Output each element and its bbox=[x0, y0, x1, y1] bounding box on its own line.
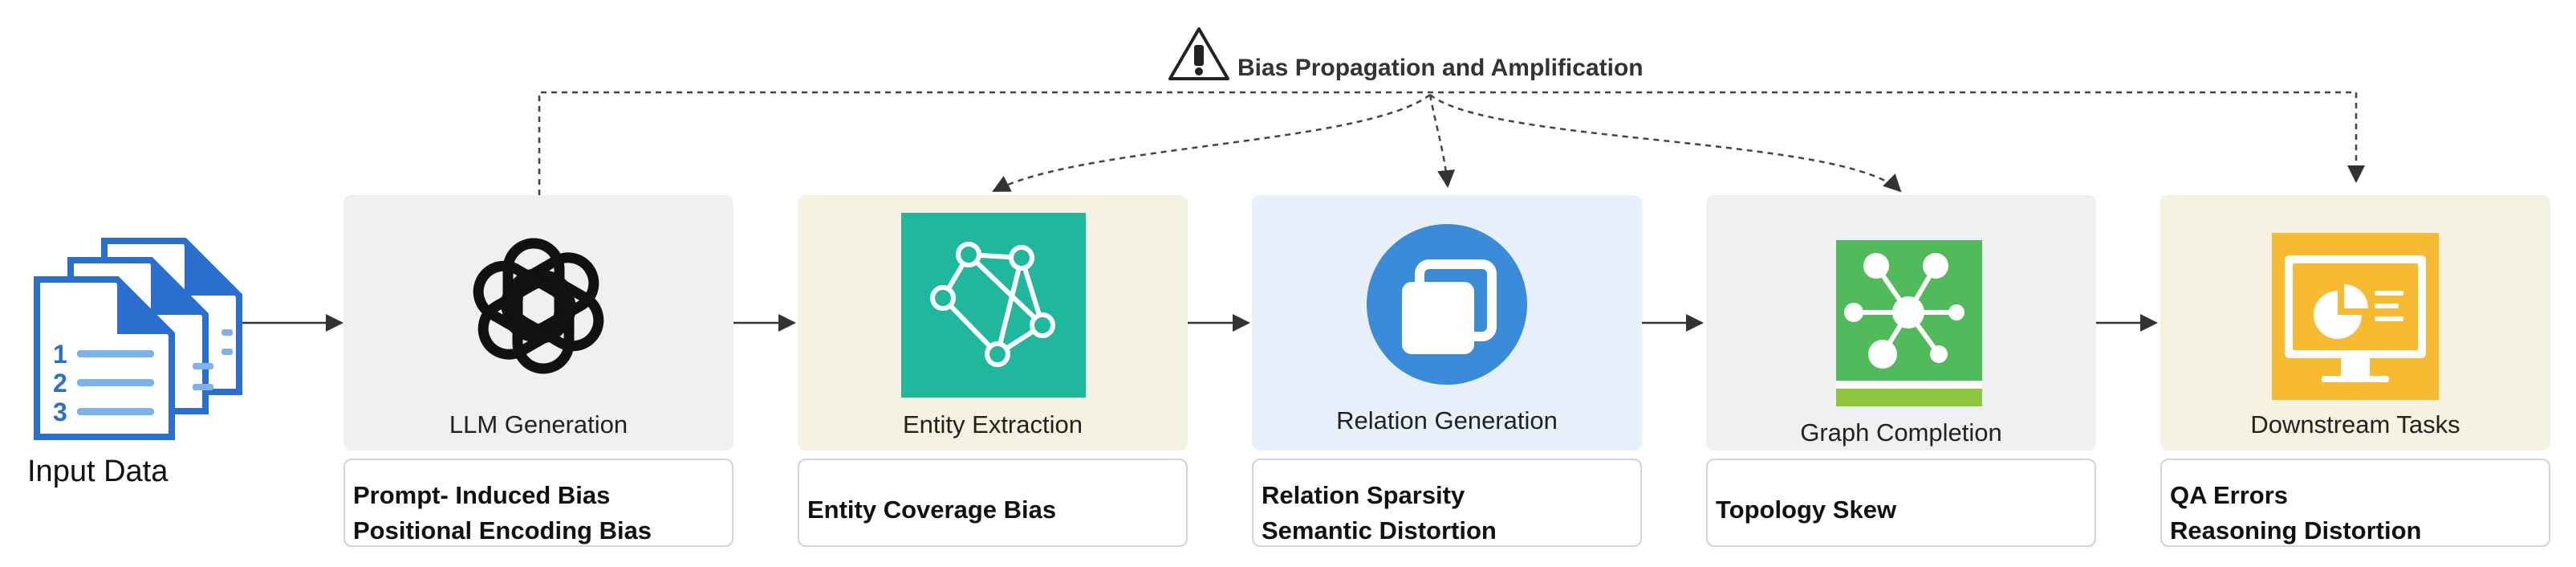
entity-graph-tile bbox=[901, 213, 1086, 398]
presentation-chart-icon bbox=[2285, 255, 2426, 382]
warning-triangle-icon bbox=[1168, 27, 1229, 80]
stage-label: LLM Generation bbox=[449, 410, 628, 439]
stage-label: Graph Completion bbox=[1800, 418, 2002, 447]
stage-relation-generation: Relation Generation bbox=[1252, 195, 1642, 451]
bias-item: Prompt- Induced Bias bbox=[353, 481, 611, 509]
dashed-to-graph bbox=[1429, 94, 1902, 193]
stage-llm-generation: LLM Generation bbox=[343, 195, 733, 451]
stage-label: Relation Generation bbox=[1336, 406, 1558, 434]
header-title: Bias Propagation and Amplification bbox=[1237, 55, 1644, 81]
relation-copy-icon bbox=[1367, 224, 1527, 385]
bias-item: Positional Encoding Bias bbox=[353, 516, 652, 545]
bias-box-entity: Entity Coverage Bias bbox=[798, 459, 1188, 547]
stage-graph-completion: Graph Completion bbox=[1706, 195, 2096, 451]
stage-label: Entity Extraction bbox=[903, 410, 1083, 439]
openai-logo-icon bbox=[473, 238, 604, 374]
bias-item: Reasoning Distortion bbox=[2170, 516, 2422, 545]
bias-item: QA Errors bbox=[2170, 481, 2289, 509]
input-label: Input Data bbox=[27, 455, 169, 488]
bias-item: Topology Skew bbox=[1716, 496, 1897, 524]
svg-text:3: 3 bbox=[53, 398, 67, 426]
svg-text:1: 1 bbox=[53, 340, 67, 369]
bias-item: Relation Sparsity bbox=[1262, 481, 1465, 509]
bias-box-graph: Topology Skew bbox=[1706, 459, 2096, 547]
dashed-to-entity bbox=[992, 94, 1431, 193]
bias-item: Entity Coverage Bias bbox=[807, 496, 1057, 524]
dashed-loop bbox=[538, 91, 2365, 195]
stage-downstream-tasks: Downstream Tasks bbox=[2160, 195, 2550, 451]
svg-text:2: 2 bbox=[53, 369, 67, 398]
bias-box-downstream: QA Errors Reasoning Distortion bbox=[2160, 459, 2550, 547]
network-node-tile bbox=[1836, 240, 1982, 406]
presentation-tile bbox=[2272, 233, 2439, 400]
documents-icon: 1 2 3 bbox=[34, 238, 242, 440]
bias-box-relation: Relation Sparsity Semantic Distortion bbox=[1252, 459, 1642, 547]
dashed-to-relation bbox=[1428, 94, 1456, 188]
network-node-icon bbox=[1836, 253, 1982, 406]
bias-item: Semantic Distortion bbox=[1262, 516, 1497, 545]
bias-box-llm: Prompt- Induced Bias Positional Encoding… bbox=[343, 459, 733, 547]
stage-label: Downstream Tasks bbox=[2250, 410, 2460, 439]
stage-entity-extraction: Entity Extraction bbox=[798, 195, 1188, 451]
entity-graph-icon bbox=[930, 242, 1055, 367]
